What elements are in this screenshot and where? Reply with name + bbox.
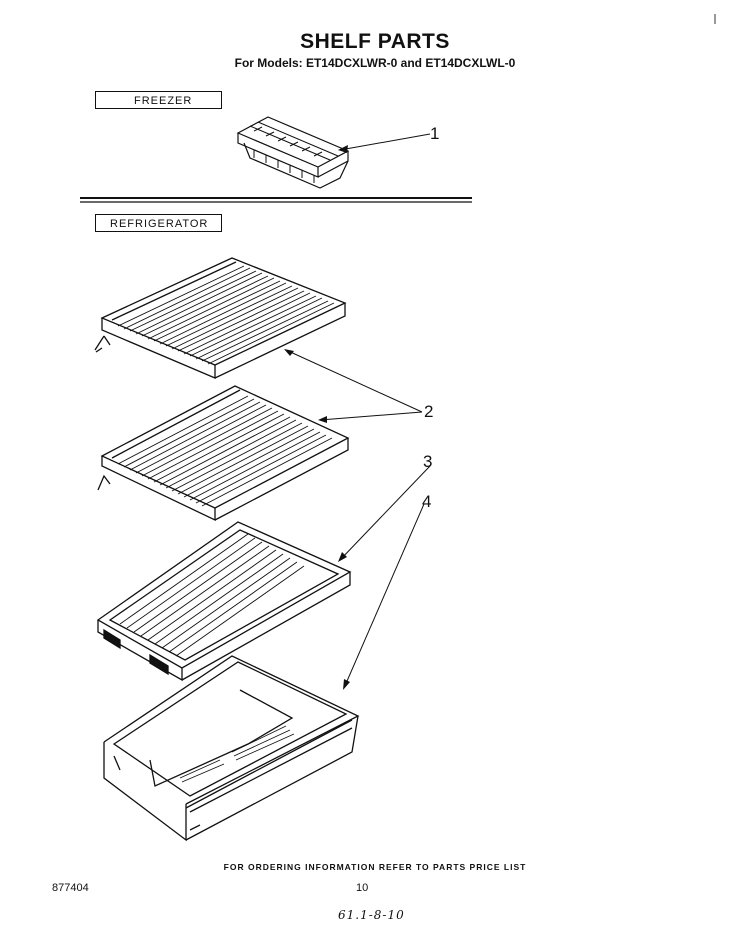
handwritten-annotation: 61.1-8-10 — [338, 908, 405, 922]
section-divider — [80, 197, 472, 203]
models-subtitle: For Models: ET14DCXLWR-0 and ET14DCXLWL-… — [234, 56, 516, 70]
page-number: 10 — [356, 882, 369, 894]
callout-4: 4 — [422, 492, 432, 511]
ordering-info-note: FOR ORDERING INFORMATION REFER TO PARTS … — [223, 862, 527, 872]
upper-wire-shelf — [94, 257, 347, 379]
refrigerator-section-label: REFRIGERATOR — [95, 214, 222, 232]
page-title: SHELF PARTS — [300, 30, 450, 53]
crisper-cover-shelf — [96, 521, 352, 682]
ice-tray-part — [236, 116, 350, 189]
lower-wire-shelf — [97, 385, 350, 522]
crisper-drawer — [103, 655, 360, 842]
leader-lines — [285, 133, 431, 689]
arrowheads — [284, 145, 350, 690]
callout-1: 1 — [430, 124, 440, 143]
callout-2: 2 — [424, 402, 434, 421]
document-number: 877404 — [52, 882, 89, 894]
freezer-section-label: FREEZER — [95, 91, 222, 109]
callout-3: 3 — [423, 452, 433, 471]
